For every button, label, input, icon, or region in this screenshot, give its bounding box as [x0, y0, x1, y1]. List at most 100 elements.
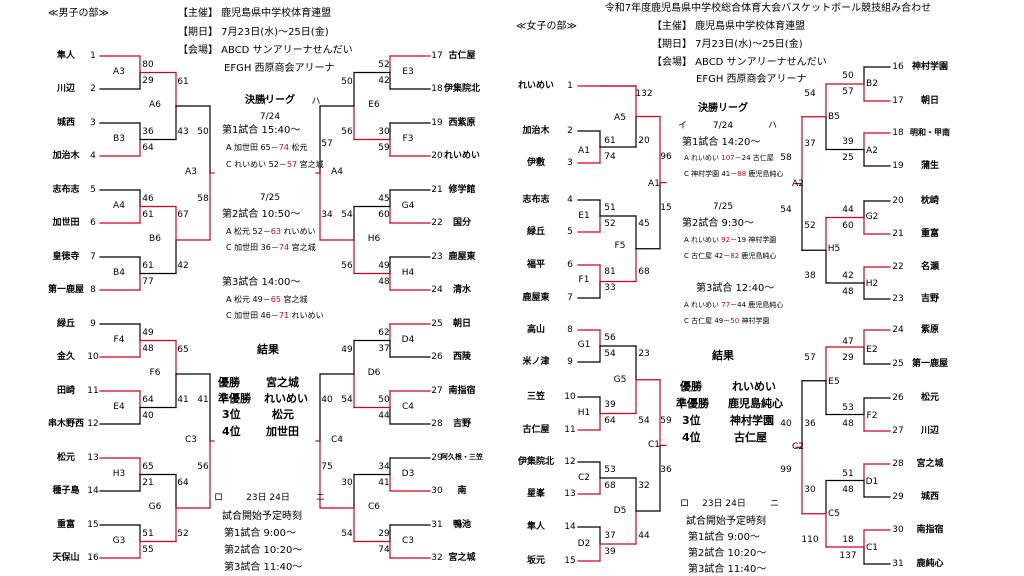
section-label: ≪女子の部≫	[516, 21, 577, 32]
info-organizer: 【主催】 鹿児島県中学校体育連盟	[178, 8, 332, 19]
game3-c-result: C 古仁屋 49－50 神村学園	[684, 317, 770, 325]
game3-c-result: C 加世田 46－71 れいめい	[226, 311, 324, 320]
team-name: 加治木	[52, 151, 80, 161]
team-name: 隼人	[56, 51, 76, 61]
corner-left: イ	[259, 97, 269, 107]
section-label: ≪男子の部≫	[48, 8, 109, 19]
schedule-days: 23日 24日	[702, 499, 746, 509]
team-name: 皇徳寺	[52, 252, 80, 262]
final-league-title: 決勝リーグ	[698, 103, 748, 114]
game2-a-result: A 松元 52－63 れいめい	[226, 227, 316, 236]
result-team: 神村学園	[730, 414, 774, 427]
team-name: 蒲生	[920, 161, 940, 171]
game3-time: 第3試合 12:40～	[696, 283, 775, 294]
team-name: 紫原	[920, 325, 940, 335]
final-league-day1: 7/24	[712, 121, 734, 131]
schedule-row: 第1試合 9:00～	[688, 532, 760, 543]
game1-time: 第1試合 14:20～	[682, 137, 761, 148]
team-name: 緑丘	[56, 319, 76, 329]
result-team: 古仁屋	[734, 431, 767, 444]
game2-time: 第2試合 10:50～	[222, 209, 301, 220]
team-name: 三笠	[526, 392, 546, 402]
info-dates: 【期日】 7月23日(水)～25日(金)	[652, 39, 803, 50]
schedule-row: 第3試合 11:40～	[224, 562, 303, 573]
team-name: 川辺	[56, 84, 76, 94]
team-name: 伊集院北	[443, 84, 481, 94]
team-name: 米ノ津	[522, 357, 550, 367]
team-name: 加治木	[522, 126, 550, 136]
team-name: 国分	[452, 218, 472, 228]
team-name: 田崎	[56, 386, 76, 396]
team-name: れいめい	[443, 151, 481, 161]
schedule-title: 試合開始予定時刻	[686, 516, 766, 527]
game1-time: 第1試合 15:40～	[222, 125, 301, 136]
game1-a-result: A れいめい 107－24 古仁屋	[684, 154, 774, 162]
team-name: 松元	[56, 453, 76, 463]
info-organizer: 【主催】 鹿児島県中学校体育連盟	[652, 21, 806, 32]
results-title: 結果	[712, 349, 734, 362]
team-name: 修学館	[448, 185, 476, 195]
team-name: 松元	[920, 393, 940, 403]
info-venue-2: EFGH 西原商会アリーナ	[696, 74, 807, 85]
team-name: 古仁屋	[448, 51, 476, 61]
game1-a-result: A 加世田 65－74 松元	[226, 143, 308, 152]
team-name: 神村学園	[911, 62, 949, 72]
corner-lower-left: ロ	[680, 499, 690, 509]
team-name: 西陵	[452, 352, 472, 362]
team-name: 枕崎	[920, 196, 940, 206]
team-name: 金久	[56, 352, 76, 362]
team-name: 名瀬	[920, 262, 940, 272]
results-title: 結果	[257, 343, 279, 356]
game2-time: 第2試合 9:30～	[682, 218, 754, 229]
team-name: 第一鹿屋	[47, 285, 85, 295]
team-name: 南	[457, 486, 467, 496]
team-name: 志布志	[52, 185, 80, 195]
team-name: 南指宿	[916, 525, 944, 535]
team-name: 高山	[526, 325, 546, 335]
boys-bracket-lines	[99, 55, 431, 559]
schedule-row: 第2試合 10:20～	[688, 548, 767, 559]
team-name: 吉野	[452, 419, 472, 429]
team-name: 福平	[526, 260, 546, 270]
schedule-title: 試合開始予定時刻	[222, 511, 302, 522]
team-name: 城西	[920, 492, 940, 502]
schedule-row: 第1試合 9:00～	[224, 528, 296, 539]
game3-a-result: A 松元 49－65 宮之城	[226, 295, 308, 304]
team-name: 吉野	[920, 294, 940, 304]
final-league-day2: 7/25	[712, 202, 734, 212]
result-rank: 4位	[682, 431, 701, 444]
team-name: 星峯	[526, 489, 546, 499]
team-name: 坂元	[526, 556, 546, 566]
corner-lower-right: ニ	[316, 493, 326, 503]
corner-left: イ	[678, 121, 688, 131]
team-name: れいめい	[517, 81, 555, 91]
team-name: 城西	[56, 118, 76, 128]
schedule-days: 23日 24日	[246, 493, 290, 503]
game3-time: 第3試合 14:00～	[222, 277, 301, 288]
result-team: 宮之城	[266, 376, 299, 389]
team-name: 天保山	[52, 553, 80, 563]
result-team: 松元	[272, 408, 294, 421]
team-name: 川辺	[920, 426, 940, 436]
result-rank: 準優勝	[676, 397, 709, 410]
result-rank: 3位	[682, 414, 701, 427]
document-title: 令和7年度鹿児島県中学校総合体育大会バスケットボール競技組み合わせ	[604, 3, 932, 14]
result-team: 加世田	[266, 425, 299, 438]
team-name: 鹿純心	[916, 559, 944, 569]
final-league-day2: 7/25	[259, 193, 281, 203]
info-venue: 【会場】 ABCD サンアリーナせんだい	[178, 45, 353, 56]
team-name: 古仁屋	[522, 425, 550, 435]
info-venue-2: EFGH 西原商会アリーナ	[224, 63, 335, 74]
corner-right: ハ	[311, 97, 321, 107]
game2-c-result: C 加世田 36－74 宮之城	[226, 243, 316, 252]
team-name: 緑丘	[526, 227, 546, 237]
game2-a-result: A れいめい 92－19 神村学園	[684, 236, 777, 244]
result-rank: 4位	[222, 425, 241, 438]
result-team: れいめい	[264, 392, 308, 405]
team-name: 重富	[56, 520, 76, 530]
game1-c-result: C 神村学園 41－88 鹿児島純心	[684, 170, 784, 178]
team-name: 西紫原	[448, 118, 476, 128]
corner-lower-right: ニ	[770, 499, 780, 509]
corner-right: ハ	[768, 121, 778, 131]
team-name: 朝日	[920, 96, 940, 106]
